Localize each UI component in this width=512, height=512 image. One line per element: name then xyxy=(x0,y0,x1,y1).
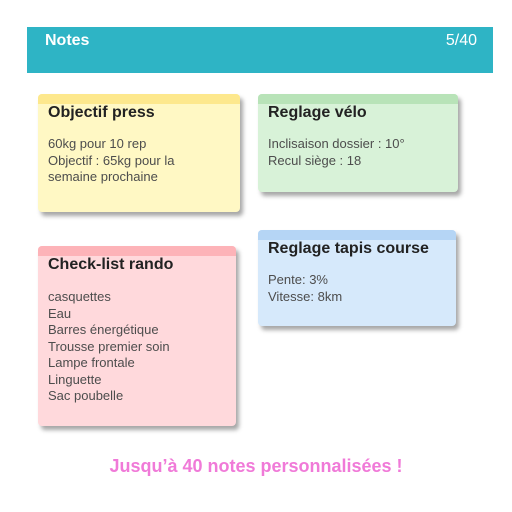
note-color-strip xyxy=(38,246,236,256)
note-line: Sac poubelle xyxy=(48,388,124,403)
note-body: Inclisaison dossier : 10° Recul siège : … xyxy=(268,136,452,169)
note-line: 60kg pour 10 rep xyxy=(48,136,147,151)
note-color-strip xyxy=(258,230,456,240)
note-title: Check-list rando xyxy=(48,256,174,273)
note-title: Reglage vélo xyxy=(268,104,367,121)
note-line: Inclisaison dossier : 10° xyxy=(268,136,405,151)
notes-counter: 5/40 xyxy=(445,32,477,49)
app-title: Notes xyxy=(45,32,90,49)
note-card-objectif-press[interactable]: Objectif press 60kg pour 10 rep Objectif… xyxy=(38,94,240,212)
note-line: Eau xyxy=(48,305,72,321)
note-line: Barres énergétique xyxy=(48,322,159,337)
note-card-reglage-tapis-course[interactable]: Reglage tapis course Pente: 3% Vitesse: … xyxy=(258,230,456,326)
note-card-reglage-velo[interactable]: Reglage vélo Inclisaison dossier : 10° R… xyxy=(258,94,458,192)
note-line: Objectif : 65kg pour la xyxy=(48,152,175,168)
note-card-check-list-rando[interactable]: Check-list rando casquettes Eau Barres é… xyxy=(38,246,236,426)
note-title: Reglage tapis course xyxy=(268,240,429,257)
note-line: Pente: 3% xyxy=(268,272,328,287)
note-line: Lampe frontale xyxy=(48,355,135,370)
note-body: 60kg pour 10 rep Objectif : 65kg pour la… xyxy=(48,136,234,186)
note-line: Linguette xyxy=(48,371,102,387)
app-bar: Notes 5/40 xyxy=(27,27,493,73)
note-line: Trousse premier soin xyxy=(48,338,170,354)
note-line: semaine prochaine xyxy=(48,169,158,184)
note-color-strip xyxy=(38,94,240,104)
note-body: casquettes Eau Barres énergétique Trouss… xyxy=(48,289,230,405)
note-body: Pente: 3% Vitesse: 8km xyxy=(268,272,450,305)
note-line: casquettes xyxy=(48,289,111,304)
note-color-strip xyxy=(258,94,458,104)
note-line: Vitesse: 8km xyxy=(268,288,343,304)
note-line: Recul siège : 18 xyxy=(268,152,362,168)
note-title: Objectif press xyxy=(48,104,155,121)
promo-tagline: Jusqu’à 40 notes personnalisées ! xyxy=(109,456,403,476)
